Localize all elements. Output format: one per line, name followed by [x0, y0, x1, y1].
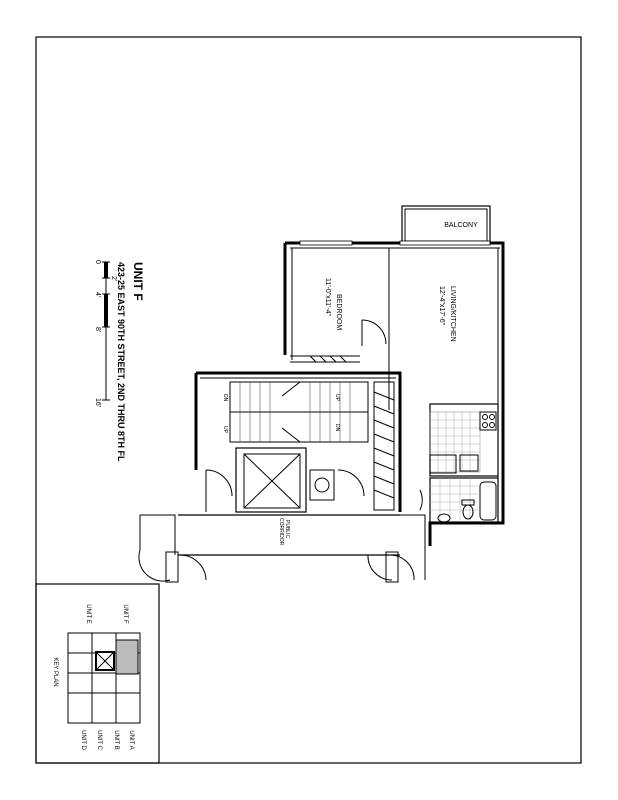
scale-tick-4: 4' — [94, 292, 101, 297]
key-plan-unit-f: UNIT F — [122, 604, 128, 624]
toilet-icon — [462, 504, 474, 520]
address-line: 423-25 EAST 90TH STREET, 2ND THRU 8TH FL — [116, 262, 126, 462]
bathtub-icon — [479, 481, 497, 521]
trash-chute — [309, 469, 335, 501]
unit-walls — [283, 240, 505, 546]
living-label: LIVING/KITCHEN — [449, 286, 456, 342]
stair-dn-1: DN — [222, 394, 228, 402]
bathroom — [429, 477, 499, 523]
corridor-label-2: CORRIDOR — [278, 518, 284, 546]
elevator-shaft — [235, 447, 307, 513]
key-plan-unit-b: UNIT B — [113, 730, 119, 750]
key-plan-frame — [35, 583, 160, 764]
key-plan-highlight-unit — [115, 639, 139, 675]
key-plan-unit-e: UNIT E — [85, 604, 91, 624]
sink-icon — [459, 454, 479, 472]
scale-tick-16: 16' — [94, 398, 101, 407]
kitchen — [429, 403, 499, 477]
key-plan-unit-c: UNIT C — [96, 730, 102, 751]
key-plan-unit-d: UNIT D — [80, 730, 86, 751]
fridge-icon — [429, 454, 457, 474]
stair-dn-2: DN — [334, 424, 340, 432]
key-plan-title: KEY PLAN — [52, 657, 58, 686]
scale-tick-8: 8' — [94, 327, 101, 332]
stair-up-1: UP — [222, 426, 228, 434]
stair-up-2: UP — [334, 394, 340, 402]
scale-tick-0: 0 — [94, 260, 101, 264]
scale-bar: 0 2' 4' 8' 16' — [94, 260, 117, 407]
bedroom-label: BEDROOM — [335, 294, 342, 330]
scale-tick-2: 2' — [110, 276, 117, 281]
sink-basin-icon — [437, 513, 451, 523]
key-plan-outline — [67, 632, 141, 724]
balcony-label: BALCONY — [444, 222, 478, 229]
building-core: DN UP UP DN — [194, 371, 423, 513]
title-block: UNIT F 423-25 EAST 90TH STREET, 2ND THRU… — [116, 262, 145, 462]
sheet-border — [35, 36, 582, 764]
key-plan: KEY PLAN UNIT A UNIT B UNIT C UNIT D UNI… — [35, 583, 160, 764]
living-dims: 12'-4"x17'-6" — [438, 286, 445, 326]
balcony: BALCONY — [401, 205, 491, 245]
public-corridor: PUBLIC CORRIDOR — [138, 514, 426, 583]
bedroom-dims: 11'-0"x11'-4" — [324, 278, 331, 317]
corridor-label-1: PUBLIC — [284, 520, 290, 538]
stove-icon — [479, 411, 497, 431]
unit-title: UNIT F — [131, 262, 145, 301]
key-plan-unit-a: UNIT A — [128, 730, 134, 749]
